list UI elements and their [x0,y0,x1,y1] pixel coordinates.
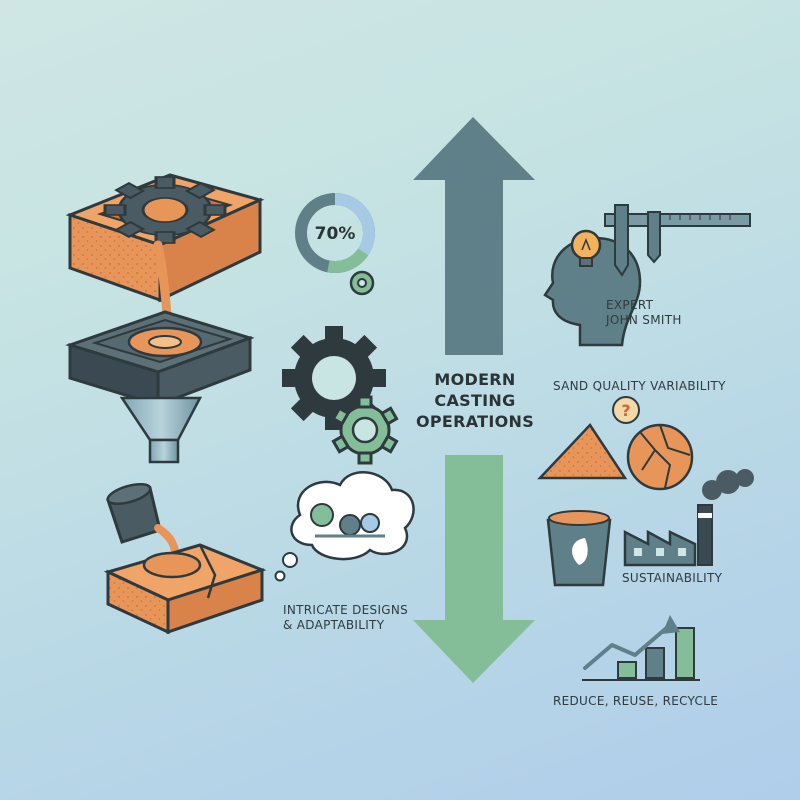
progress-label: 70% [315,224,356,244]
recycling-label: REDUCE, REUSE, RECYCLE [553,694,719,708]
small-gear-icon [349,270,375,296]
funnel [119,396,203,464]
central-title-line: CASTING [434,390,516,410]
casting-process-illustration [65,173,267,635]
svg-text:?: ? [621,401,630,420]
lightbulb-icon [570,229,602,267]
up-arrow [413,117,535,355]
gear-icon [103,176,227,244]
central-title-line: OPERATIONS [415,411,535,431]
sustainability-label: SUSTAINABILITY [622,571,723,585]
recycle-bin-icon [546,510,612,587]
central-title: MODERN CASTING OPERATIONS [410,370,540,432]
bar-chart-icon [582,615,700,681]
designs-label-line: & ADAPTABILITY [283,618,385,632]
sand-pile-icon [537,422,628,480]
designs-label: INTRICATE DESIGNS & ADAPTABILITY [283,603,443,633]
question-icon: ? [612,396,640,424]
expert-label: EXPERT JOHN SMITH [606,298,726,328]
ladle [106,482,162,544]
progress-donut: 70% [295,193,375,273]
expert-name: JOHN SMITH [606,313,682,327]
central-title-line: MODERN [434,370,516,389]
designs-label-line: INTRICATE DESIGNS [283,603,409,617]
thought-bubble-icon [274,471,415,582]
broken-mold [103,543,267,635]
sand-quality-label: SAND QUALITY VARIABILITY [553,379,726,393]
caliper-icon [604,204,751,277]
gear-icon [282,326,386,430]
mold-tray [65,310,255,408]
expert-title: EXPERT [606,298,654,312]
gear-icon [331,395,399,465]
cracked-ball-icon [626,423,694,491]
down-arrow [413,455,535,683]
progress-arc [295,193,375,273]
factory-icon [623,469,754,567]
